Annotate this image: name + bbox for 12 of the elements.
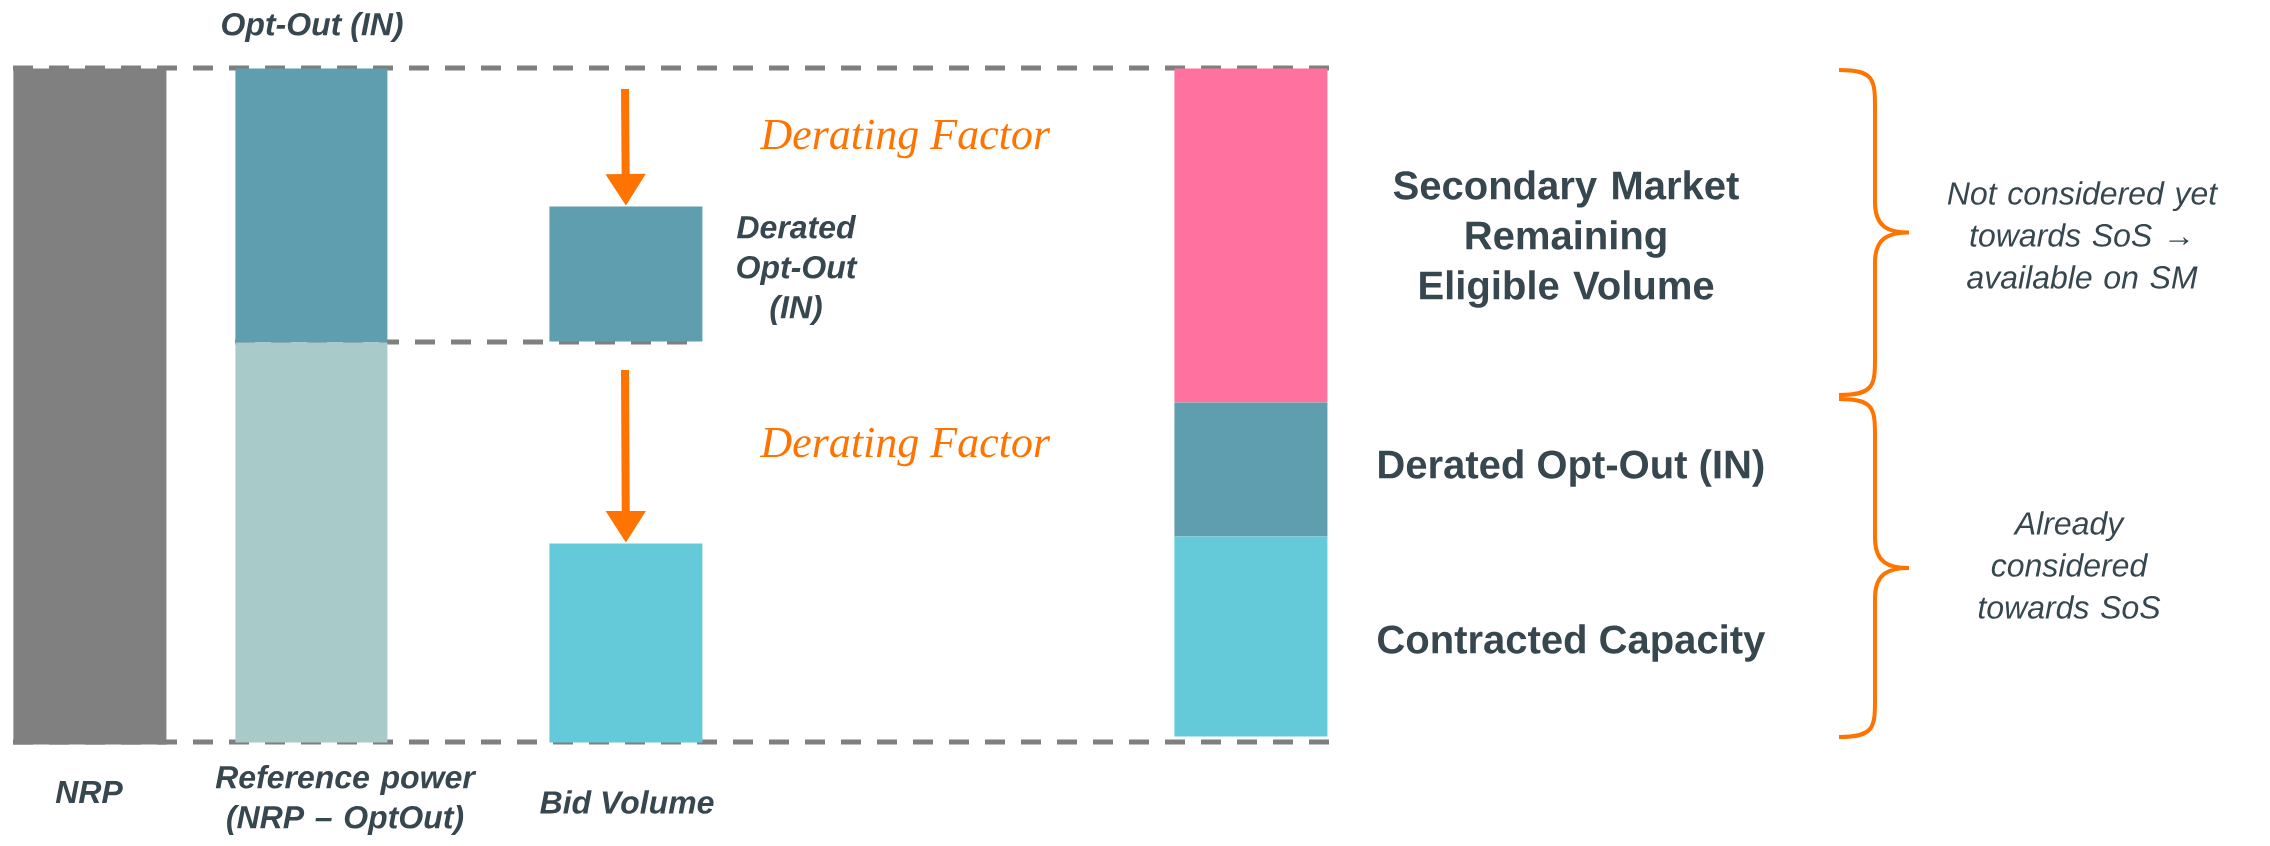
bar-label: Reference power (NRP – OptOut) xyxy=(215,765,477,835)
bar-label: Bid Volume xyxy=(540,790,714,814)
edge-label: Derating Factor xyxy=(759,119,1051,159)
bar-label: Derated Opt-Out (IN) xyxy=(1379,449,1764,487)
note-text: Already considered towards SoS xyxy=(1978,511,2161,619)
bar-label: NRP xyxy=(55,781,123,803)
bar-label: Secondary Market Remaining Eligible Volume xyxy=(1393,170,1739,308)
edge-label: Derating Factor xyxy=(759,427,1051,467)
bar-label: Contracted Capacity xyxy=(1378,624,1766,662)
note-text: Not considered yet towards SoS → available on SM xyxy=(1947,181,2219,289)
bar-label: Derated Opt-Out (IN) xyxy=(737,215,858,325)
bar-label: Opt-Out (IN) xyxy=(222,12,403,42)
